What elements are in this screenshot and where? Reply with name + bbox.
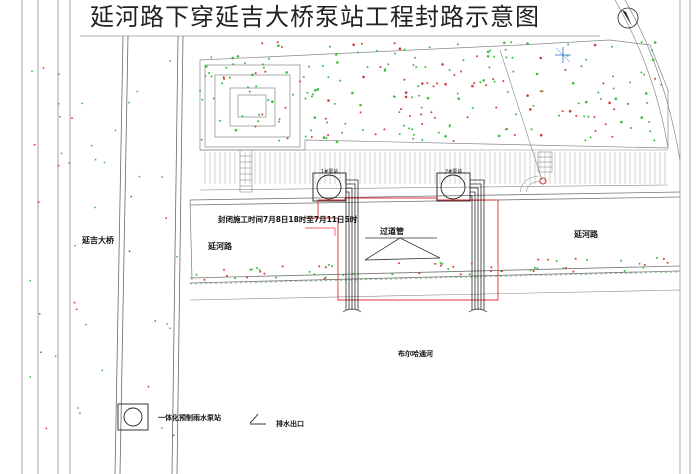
- legend-drain-outlet-symbol: [249, 413, 259, 424]
- crossing-pipe: [364, 237, 441, 261]
- road-label-right: 延河路: [574, 230, 598, 239]
- river-label: 布尔哈通河: [398, 350, 433, 358]
- outlets-station-1: [342, 308, 362, 313]
- pipes-station-2: [470, 179, 485, 310]
- station-1-label: 1#泵站: [321, 169, 339, 175]
- legend-outlet-label: 排水出口: [276, 420, 304, 428]
- road-edges: [189, 191, 681, 284]
- closure-time-label: 封闭施工时间7月8日18时至7月11日5时: [218, 215, 358, 224]
- page-title: 延河路下穿延吉大桥泵站工程封路示意图: [90, 3, 540, 31]
- left-boundary-lines: [21, 0, 71, 474]
- river-bank: [189, 289, 681, 301]
- north-arrow-icon: [617, 7, 639, 29]
- legend-pump-station-symbol: [117, 403, 149, 431]
- compass-marker: [555, 47, 571, 63]
- plaza: [204, 64, 301, 148]
- crossing-pipe-label: 过道管: [380, 227, 404, 236]
- pump-station-1: [312, 172, 347, 202]
- yanji-bridge: [114, 35, 184, 474]
- vegetation-dots: [29, 41, 669, 437]
- bridge-label: 延吉大桥: [82, 236, 114, 245]
- station-2-label: 2#泵站: [445, 169, 463, 175]
- embankment-hatch: [204, 152, 666, 184]
- road-label-left: 延河路: [208, 242, 232, 251]
- legend: [117, 403, 266, 431]
- pump-station-2: [436, 172, 471, 202]
- legend-pump-station-label: 一体化预制雨水泵站: [158, 414, 221, 422]
- pipes-station-1: [345, 179, 359, 310]
